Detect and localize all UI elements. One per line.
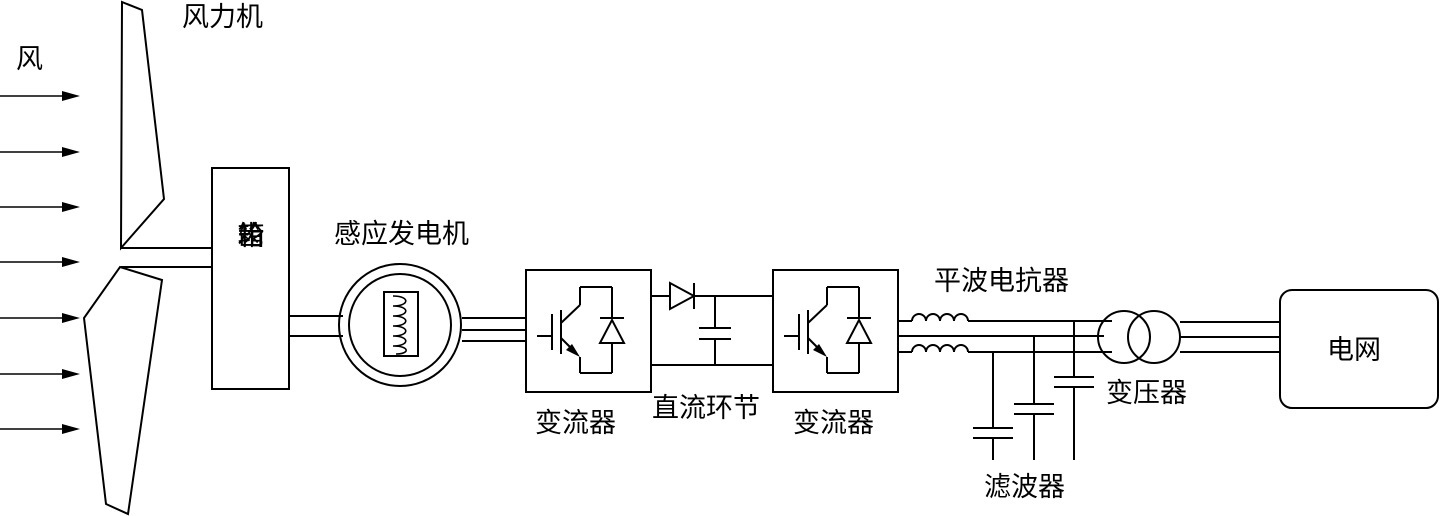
turbine-blades [82, 0, 166, 516]
wind-arrow [0, 202, 80, 212]
gearbox-char: 齿 [237, 221, 265, 252]
wind-arrow [0, 424, 80, 434]
generator-winding [392, 295, 407, 355]
wind-arrows [0, 91, 80, 434]
gearbox-char: 箱 [237, 221, 265, 252]
converter-2-box [772, 269, 899, 393]
grid-box [1279, 289, 1439, 409]
wind-arrow [0, 257, 80, 267]
wind-label: 风 [16, 44, 43, 75]
smoothing-reactor-label: 平波电抗器 [934, 266, 1069, 297]
grid-connection-lines [1180, 321, 1280, 353]
wind-arrow [0, 369, 80, 379]
generator-output-lines [462, 317, 526, 342]
smoothing-reactor [898, 313, 1112, 353]
wind-turbine-label: 风力机 [182, 2, 263, 33]
generator-label: 感应发电机 [334, 219, 469, 250]
grid-label: 电网 [1327, 335, 1381, 366]
generator-rotor [383, 291, 419, 357]
dc-link-diode [669, 281, 697, 311]
gearbox-box [211, 167, 290, 390]
converter-1-box [525, 269, 652, 393]
lower-blade [82, 265, 164, 516]
wind-arrow [0, 91, 80, 101]
converter-2-label: 变流器 [793, 408, 874, 439]
induction-generator [338, 263, 462, 387]
transformer-symbol [1097, 310, 1181, 364]
gearbox-char: 轮 [237, 221, 265, 252]
transformer-label: 变压器 [1106, 378, 1187, 409]
wind-arrow [0, 313, 80, 323]
main-shaft [121, 247, 212, 268]
generator-shaft [289, 315, 343, 337]
filter-label: 滤波器 [984, 472, 1065, 503]
wind-arrow [0, 147, 80, 157]
upper-blade [119, 0, 166, 251]
converter-1-label: 变流器 [535, 408, 616, 439]
filter-capacitors [973, 321, 1094, 460]
dc-link-label: 直流环节 [652, 393, 760, 424]
dc-link-circuit [651, 281, 773, 366]
